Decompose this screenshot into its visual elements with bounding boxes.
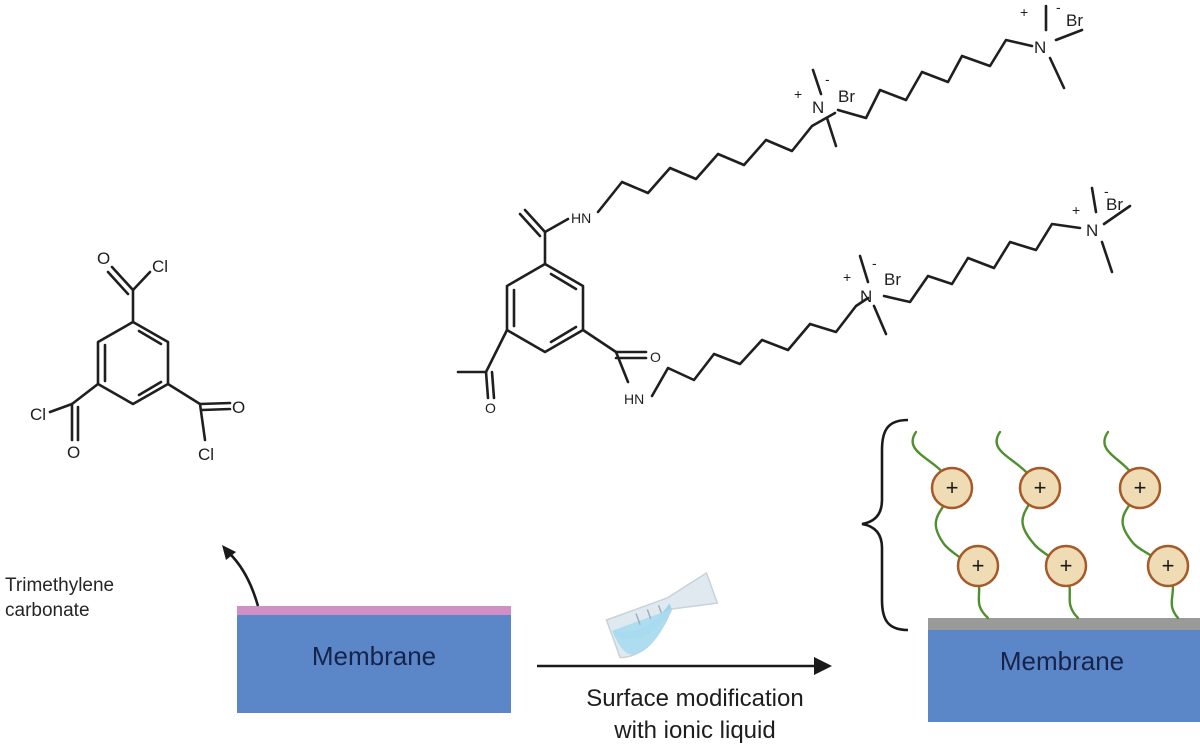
atom-cl-top: Cl xyxy=(152,257,168,276)
right-membrane: Membrane xyxy=(928,618,1200,722)
grafted-chains: + + + + + + xyxy=(911,430,1190,620)
cation-bead: + xyxy=(1146,544,1190,588)
cation-bead: + xyxy=(956,544,1000,588)
trimethylene-carbonate-label: Trimethylene carbonate xyxy=(5,573,114,623)
atom-o-right: O xyxy=(232,398,245,417)
tmc-label-line2: carbonate xyxy=(5,600,90,621)
grafted-layer-brace xyxy=(861,418,909,632)
charge-minus-2: - xyxy=(1056,0,1061,15)
tmc-coating-layer xyxy=(237,606,511,615)
caption-line1: Surface modification xyxy=(586,685,804,712)
atom-cl-right: Cl xyxy=(198,445,214,464)
bromide-2: Br xyxy=(1066,11,1083,30)
process-arrow xyxy=(537,657,832,675)
svg-text:+: + xyxy=(1060,553,1073,578)
charge-plus-3: + xyxy=(843,269,851,285)
charge-minus-1: - xyxy=(825,71,830,87)
svg-text:+: + xyxy=(946,475,959,500)
cation-bead: + xyxy=(1044,544,1088,588)
cation-bead: + xyxy=(1018,466,1062,510)
charge-minus-3: - xyxy=(872,255,877,271)
atom-o-amide-right: O xyxy=(650,349,661,365)
svg-text:+: + xyxy=(1162,553,1175,578)
atom-o-top: O xyxy=(97,249,110,268)
tmc-pointer-arrow xyxy=(222,545,260,607)
membrane-block-left xyxy=(237,615,511,713)
modified-surface-layer xyxy=(928,618,1200,630)
charge-minus-4: - xyxy=(1104,183,1109,199)
atom-n-2: N xyxy=(1034,38,1046,57)
charge-plus-2: + xyxy=(1020,4,1028,20)
atom-o-left: O xyxy=(67,443,80,462)
surface-modification-caption: Surface modification with ionic liquid xyxy=(545,683,845,747)
atom-n-3: N xyxy=(860,287,872,306)
charge-plus-4: + xyxy=(1072,202,1080,218)
trimesoyl-chloride-structure: O Cl Cl O O Cl xyxy=(30,249,245,464)
bromide-3: Br xyxy=(884,270,901,289)
atom-hn-top: HN xyxy=(571,210,591,226)
atom-hn-bottom: HN xyxy=(624,391,644,407)
tmc-label-line1: Trimethylene xyxy=(5,575,115,596)
charge-plus-1: + xyxy=(794,86,802,102)
atom-n-4: N xyxy=(1086,221,1098,240)
left-membrane: Membrane xyxy=(237,606,511,713)
cation-bead: + xyxy=(930,466,974,510)
bromide-1: Br xyxy=(838,87,855,106)
ionic-liquid-structure: HN N + - Br N + - Br O HN N + - Br xyxy=(456,0,1132,416)
bromide-4: Br xyxy=(1106,195,1123,214)
cation-bead: + xyxy=(1118,466,1162,510)
membrane-label-right: Membrane xyxy=(1000,646,1124,676)
svg-text:+: + xyxy=(972,553,985,578)
atom-o-stub: O xyxy=(485,400,496,416)
caption-line2: with ionic liquid xyxy=(614,717,776,744)
membrane-block-right xyxy=(928,630,1200,722)
membrane-label-left: Membrane xyxy=(312,641,436,671)
svg-text:+: + xyxy=(1134,475,1147,500)
flask-icon xyxy=(605,571,719,659)
svg-text:+: + xyxy=(1034,475,1047,500)
atom-n-1: N xyxy=(812,98,824,117)
atom-cl-left: Cl xyxy=(30,405,46,424)
